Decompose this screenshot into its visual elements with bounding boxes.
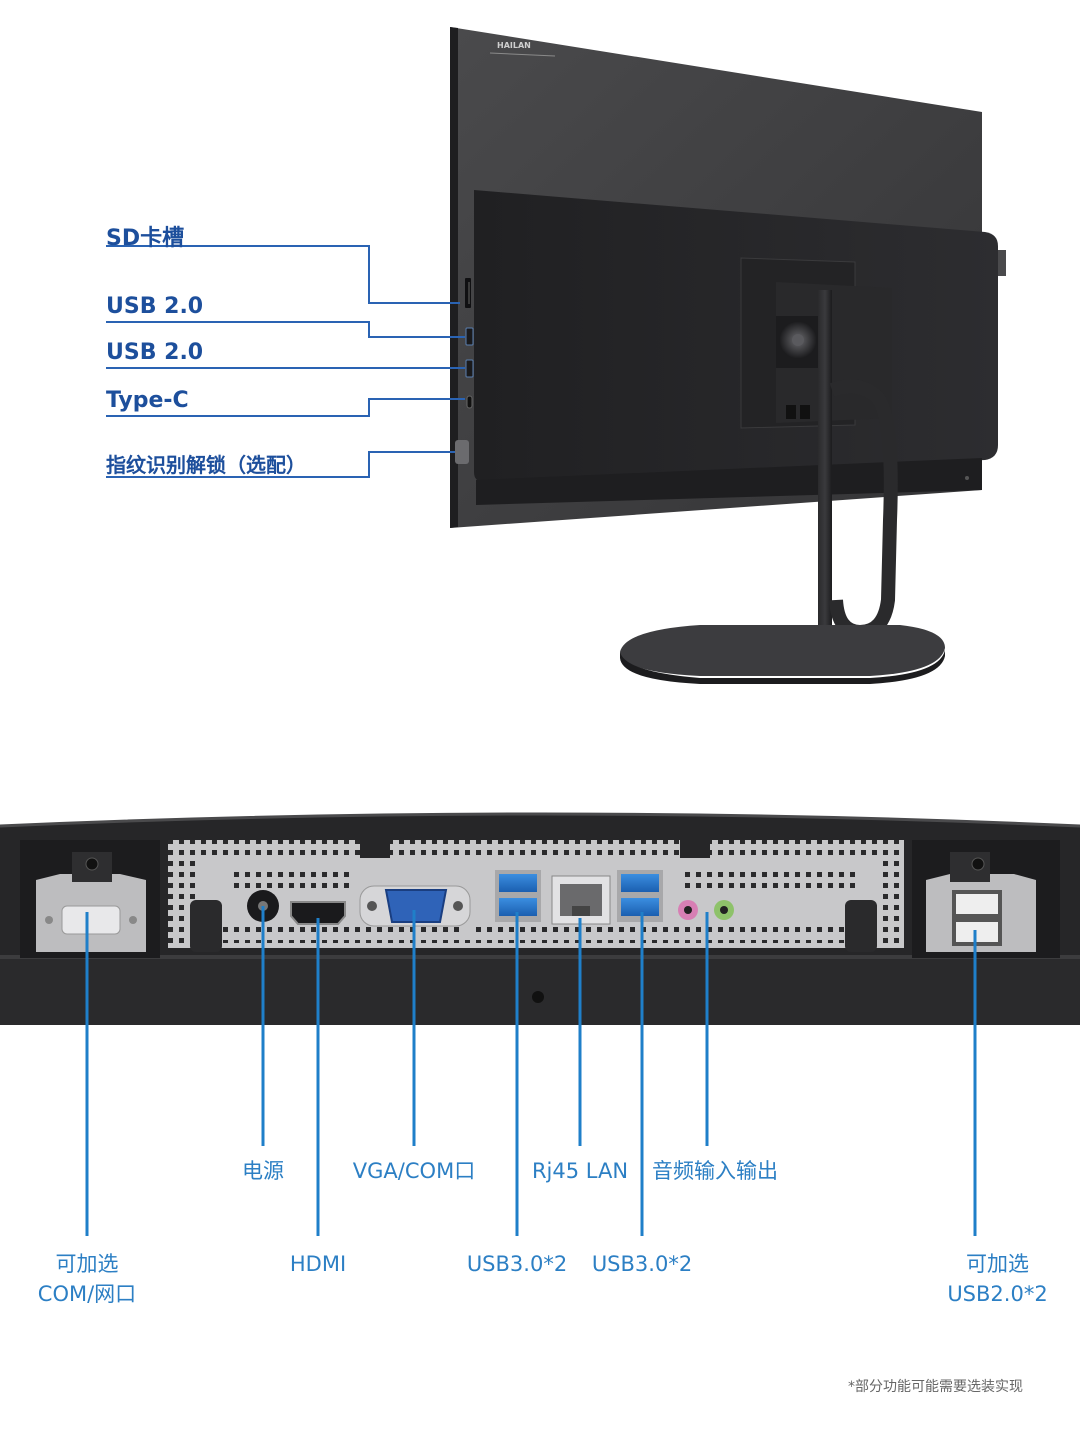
label-audio: 音频输入输出: [652, 1159, 778, 1183]
side-callout-lines: [106, 245, 465, 478]
back-housing: [474, 190, 998, 482]
label-vga-com: VGA/COM口: [352, 1159, 476, 1183]
monitor-rear-illustration: HAILAN: [106, 27, 1006, 684]
port-panel-illustration: [0, 812, 1080, 1236]
label-usb2-b: USB 2.0: [106, 340, 204, 365]
label-usb2-a: USB 2.0: [106, 294, 204, 319]
label-rj45: Rj45 LAN: [531, 1159, 629, 1183]
label-usb3-b: USB3.0*2: [591, 1252, 693, 1276]
label-hdmi: HDMI: [289, 1252, 347, 1276]
port-callout-lines: [85, 906, 977, 1236]
label-fingerprint: 指纹识别解锁（选配）: [106, 453, 306, 477]
label-sd-slot: SD卡槽: [106, 226, 185, 251]
label-power: 电源: [242, 1159, 284, 1183]
label-optional-com: 可加选 COM/网口: [37, 1252, 137, 1306]
footnote: *部分功能可能需要选装实现: [848, 1379, 1023, 1395]
label-type-c: Type-C: [106, 388, 189, 413]
stand-neck: [818, 290, 832, 670]
label-usb3-a: USB3.0*2: [466, 1252, 568, 1276]
label-optional-usb2: 可加选 USB2.0*2: [947, 1252, 1048, 1306]
stand-base: [620, 625, 945, 676]
brand-logo: HAILAN: [497, 41, 531, 50]
fingerprint-sensor-shape: [455, 440, 469, 464]
